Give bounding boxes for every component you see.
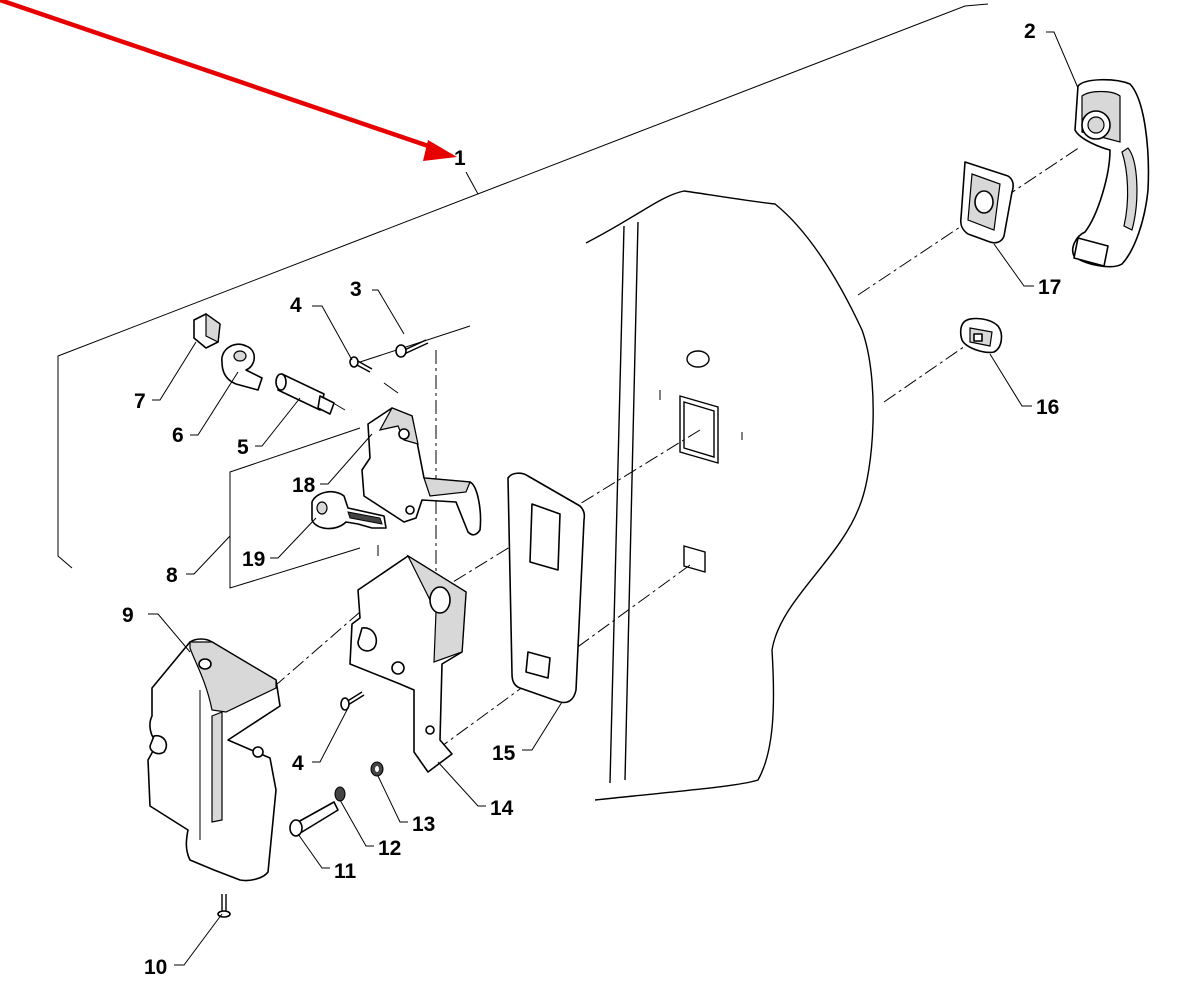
group-bracket-part-8 (229, 427, 361, 589)
label-16: 16 (1036, 396, 1059, 419)
label-11: 11 (334, 860, 357, 883)
label-14: 14 (490, 797, 514, 820)
label-13: 13 (412, 813, 435, 836)
label-4-lower: 4 (292, 752, 304, 775)
assembly-bracket (57, 3, 989, 569)
screw-part-4-lower (340, 691, 365, 711)
label-7: 7 (134, 390, 146, 413)
assembly-lines (229, 146, 1081, 763)
label-18: 18 (292, 474, 316, 497)
bolt-part-11 (289, 801, 339, 837)
callout-labels: 1 2 3 4 5 6 7 8 9 10 11 12 13 14 15 16 1… (122, 20, 1061, 979)
label-17: 17 (1038, 276, 1061, 299)
label-9: 9 (122, 604, 134, 627)
grommet-part-16 (959, 317, 1003, 354)
label-8: 8 (166, 564, 178, 587)
washer-part-13 (370, 761, 384, 777)
plate-part-15 (507, 472, 586, 704)
clip-part-6 (221, 343, 263, 391)
label-6: 6 (172, 424, 184, 447)
label-2: 2 (1024, 20, 1036, 43)
label-1: 1 (454, 147, 466, 170)
red-pointer-arrow (0, 0, 457, 161)
callout-leader-lines (148, 31, 1079, 966)
label-5: 5 (237, 436, 249, 459)
label-12: 12 (378, 837, 401, 860)
door-panel (585, 190, 874, 801)
nut-part-7 (193, 312, 221, 349)
lock-mechanism-part-18 (361, 407, 482, 536)
cover-part-9 (147, 638, 281, 882)
bracket-part-14 (349, 554, 467, 773)
label-4-upper: 4 (290, 294, 302, 317)
escutcheon-part-17 (959, 161, 1014, 244)
key-part-19 (311, 490, 387, 530)
label-10: 10 (144, 956, 167, 979)
label-15: 15 (492, 742, 516, 765)
screw-part-10 (217, 894, 231, 918)
screw-part-3 (395, 339, 429, 358)
pin-part-5 (275, 373, 335, 415)
label-3: 3 (350, 278, 362, 301)
label-19: 19 (242, 548, 265, 571)
handle-part-2 (1071, 78, 1150, 268)
washer-part-12 (334, 786, 346, 802)
